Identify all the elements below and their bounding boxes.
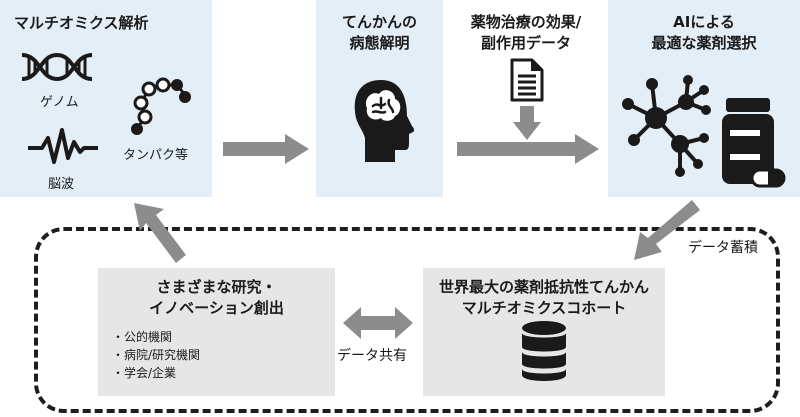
arrow-right-icon bbox=[223, 134, 309, 164]
multiomics-title: マルチオミクス解析 bbox=[14, 14, 149, 32]
multiomics-box bbox=[0, 0, 212, 197]
bidirectional-arrow-icon bbox=[343, 307, 413, 339]
cohort-title-line1: 世界最大の薬剤抵抗性てんかん bbox=[438, 278, 649, 296]
brain-head-icon bbox=[351, 78, 415, 164]
accumulation-label: データ蓄積 bbox=[688, 240, 758, 256]
medicine-bottle-icon bbox=[722, 96, 786, 188]
arrow-down-left-icon bbox=[620, 200, 700, 264]
share-label: データ共有 bbox=[337, 348, 407, 364]
ai-title-line1: AIによる bbox=[673, 13, 735, 31]
research-item: ・公的機関 bbox=[112, 330, 173, 344]
drug-data-line1: 薬物治療の効果/ bbox=[470, 13, 582, 31]
research-box bbox=[98, 268, 335, 396]
cohort-title-line2: マルチオミクスコホート bbox=[461, 299, 627, 317]
research-item: ・学会/企業 bbox=[112, 366, 177, 380]
protein-label: タンパク等 bbox=[123, 148, 189, 163]
brainwave-label: 脳波 bbox=[48, 177, 75, 192]
research-item: ・病院/研究機関 bbox=[112, 348, 201, 362]
arrow-right-icon-2 bbox=[457, 134, 599, 164]
dna-icon bbox=[20, 51, 94, 83]
arrow-down-icon bbox=[513, 106, 541, 140]
data-loop-frame bbox=[34, 227, 780, 413]
drug-data-line2: 副作用データ bbox=[480, 34, 571, 52]
research-title-line1: さまざまな研究・ bbox=[156, 278, 277, 296]
genome-label: ゲノム bbox=[40, 95, 79, 110]
molecule-icon bbox=[616, 74, 716, 182]
document-icon bbox=[510, 58, 544, 102]
epilepsy-title-line2: 病態解明 bbox=[349, 34, 410, 52]
database-icon bbox=[521, 320, 567, 382]
epilepsy-title-line1: てんかんの bbox=[341, 13, 417, 31]
brainwave-icon bbox=[28, 128, 98, 168]
arrow-up-icon bbox=[134, 203, 190, 265]
protein-chain-icon bbox=[127, 75, 193, 137]
research-title-line2: イノベーション創出 bbox=[149, 299, 284, 317]
ai-title-line2: 最適な薬剤選択 bbox=[651, 34, 757, 52]
